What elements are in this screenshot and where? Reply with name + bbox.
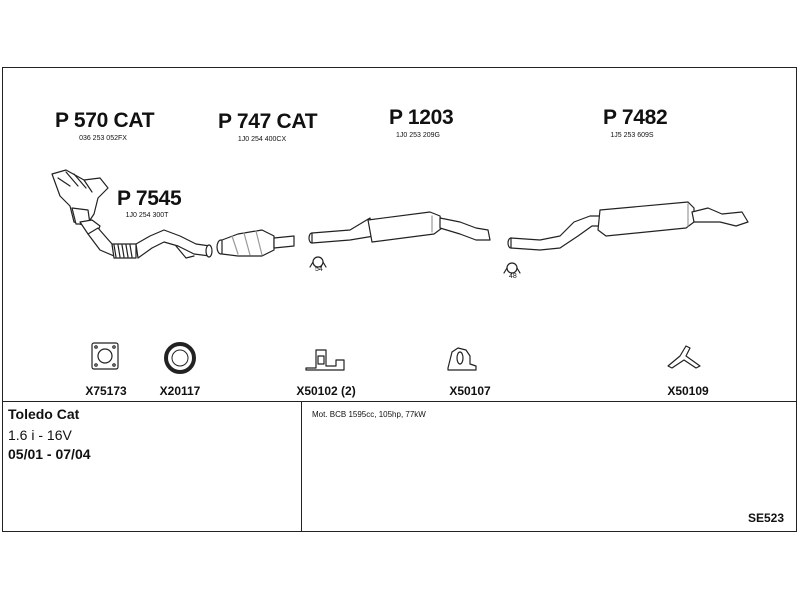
- oem-number-p570: 036 253 052FX: [79, 135, 127, 142]
- engine-spec: Mot. BCB 1595cc, 105hp, 77kW: [312, 410, 426, 419]
- vehicle-name: Toledo Cat: [8, 406, 80, 422]
- exhaust-manifold-drawing[interactable]: [51, 169, 109, 237]
- clamp-48-drawing[interactable]: [503, 262, 521, 274]
- clamp-number-48: 48: [509, 273, 517, 280]
- rubber-mount-icon: [305, 349, 345, 371]
- oem-number-p747: 1J0 254 400CX: [237, 136, 287, 143]
- info-divider: [2, 401, 797, 402]
- part-number-p1203[interactable]: P 1203: [389, 106, 454, 129]
- part-number-p570[interactable]: P 570 CAT: [55, 109, 155, 132]
- flange-gasket-icon: [91, 342, 119, 370]
- catalytic-converter-drawing[interactable]: [216, 229, 295, 257]
- centre-silencer-drawing[interactable]: [308, 211, 491, 244]
- diagram-frame: [2, 67, 797, 532]
- clamp-number-54: 54: [315, 266, 323, 273]
- front-pipe-drawing[interactable]: [87, 227, 213, 259]
- oem-number-p7482: 1J5 253 609S: [610, 132, 654, 139]
- vehicle-years: 05/01 - 07/04: [8, 446, 91, 462]
- column-divider: [301, 401, 302, 532]
- kit-code-x50102[interactable]: X50102 (2): [296, 384, 356, 398]
- oem-number-p1203: 1J0 253 209G: [396, 132, 440, 139]
- part-number-p7545[interactable]: P 7545: [117, 187, 182, 210]
- rear-silencer-drawing[interactable]: [507, 201, 749, 251]
- y-hanger-icon: [667, 345, 701, 369]
- kit-code-x75173[interactable]: X75173: [85, 384, 127, 398]
- rubber-hanger-icon: [447, 347, 477, 371]
- part-number-p7482[interactable]: P 7482: [603, 106, 668, 129]
- vehicle-engine: 1.6 i - 16V: [8, 427, 72, 443]
- sheet-code: SE523: [748, 511, 785, 525]
- kit-code-x20117[interactable]: X20117: [159, 384, 201, 398]
- kit-code-x50109[interactable]: X50109: [667, 384, 709, 398]
- part-number-p747[interactable]: P 747 CAT: [218, 110, 318, 133]
- kit-code-x50107[interactable]: X50107: [449, 384, 491, 398]
- oem-number-p7545: 1J0 254 300T: [125, 212, 169, 219]
- clamp-54-drawing[interactable]: [309, 256, 327, 268]
- ring-gasket-icon: [164, 342, 196, 374]
